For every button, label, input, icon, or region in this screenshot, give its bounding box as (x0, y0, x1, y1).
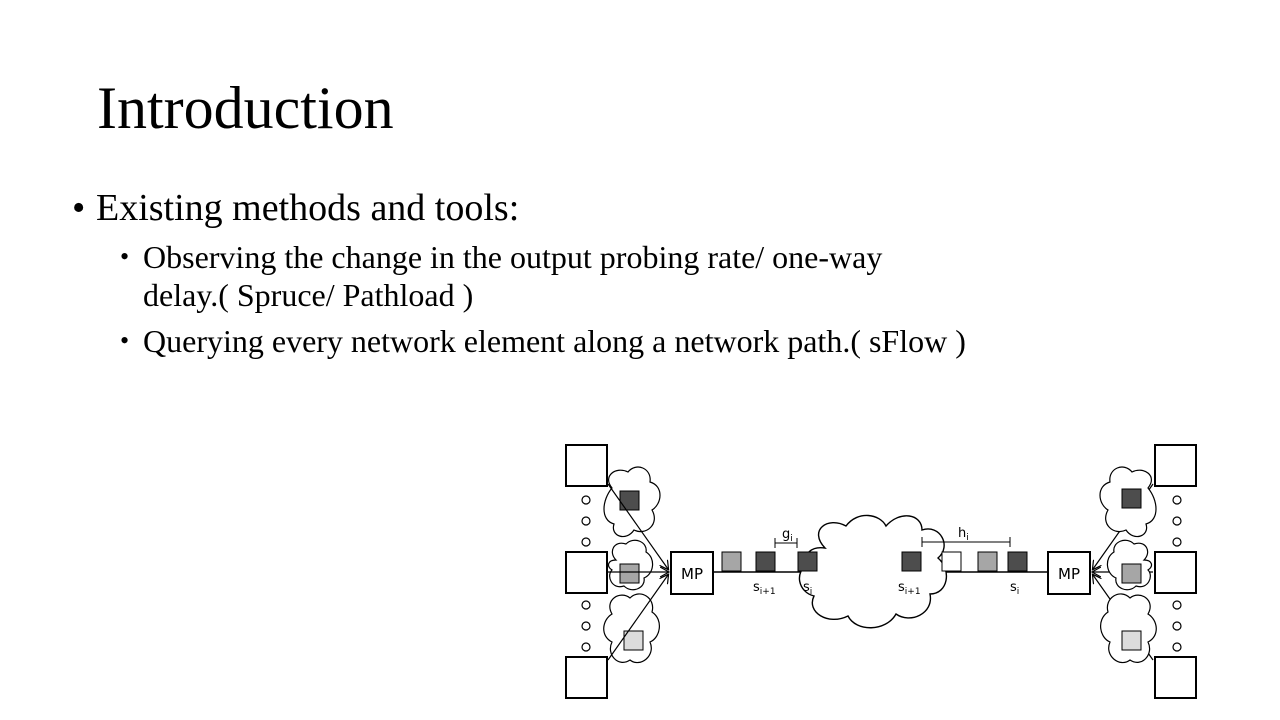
bullet-list: • Existing methods and tools: • Observin… (72, 186, 1222, 360)
host-box (565, 551, 608, 594)
packet-dark (901, 551, 922, 572)
packet-light (623, 630, 644, 651)
sub-bullet-line: delay.( Spruce/ Pathload ) (143, 277, 474, 313)
seq-label: si (1010, 580, 1019, 597)
packet-medium (977, 551, 998, 572)
gap-bracket-h (921, 537, 1011, 547)
ellipsis-dots (1172, 495, 1182, 652)
bullet-existing-methods: • Existing methods and tools: (72, 186, 1222, 230)
bullet-text: Existing methods and tools: (96, 187, 520, 229)
host-box (565, 656, 608, 699)
packet-dark (797, 551, 818, 572)
sub-bullet-line: Observing the change in the output probi… (143, 239, 883, 275)
packet-medium (721, 551, 742, 572)
mp-box-left (670, 551, 714, 595)
packet-dark (755, 551, 776, 572)
packet-white (941, 551, 962, 572)
mp-label-right: MP (1058, 565, 1080, 583)
mp-box-right (1047, 551, 1091, 595)
packet-dark (619, 490, 640, 511)
packet-medium (619, 563, 640, 584)
slide-title: Introduction (97, 75, 394, 141)
gap-label-g: gi (782, 527, 793, 544)
packet-medium (1121, 563, 1142, 584)
arrows-to-mp (607, 483, 668, 661)
gap-label-h: hi (958, 526, 969, 543)
ellipsis-dots (581, 495, 591, 652)
packet-light (1121, 630, 1142, 651)
host-box (565, 444, 608, 487)
host-box (1154, 656, 1197, 699)
host-box (1154, 551, 1197, 594)
gap-bracket-g (774, 538, 798, 548)
packet-dark (1121, 488, 1142, 509)
sub-bullet-querying: • Querying every network element along a… (120, 322, 1222, 360)
packet-dark (1007, 551, 1028, 572)
sub-bullet-observing: • Observing the change in the output pro… (120, 238, 1222, 314)
host-box (1154, 444, 1197, 487)
seq-label: si (803, 580, 812, 597)
bullet-dot: • (120, 326, 130, 355)
bullet-dot: • (72, 187, 86, 229)
access-cloud (1099, 466, 1157, 664)
bullet-dot: • (120, 242, 130, 271)
sub-bullet-line: Querying every network element along a n… (143, 323, 966, 359)
seq-label: si+1 (753, 580, 776, 597)
network-diagram: MP gi hi si+1 si si+ (565, 444, 1197, 699)
seq-label: si+1 (898, 580, 921, 597)
mp-label-left: MP (681, 565, 703, 583)
network-cloud (798, 514, 948, 629)
